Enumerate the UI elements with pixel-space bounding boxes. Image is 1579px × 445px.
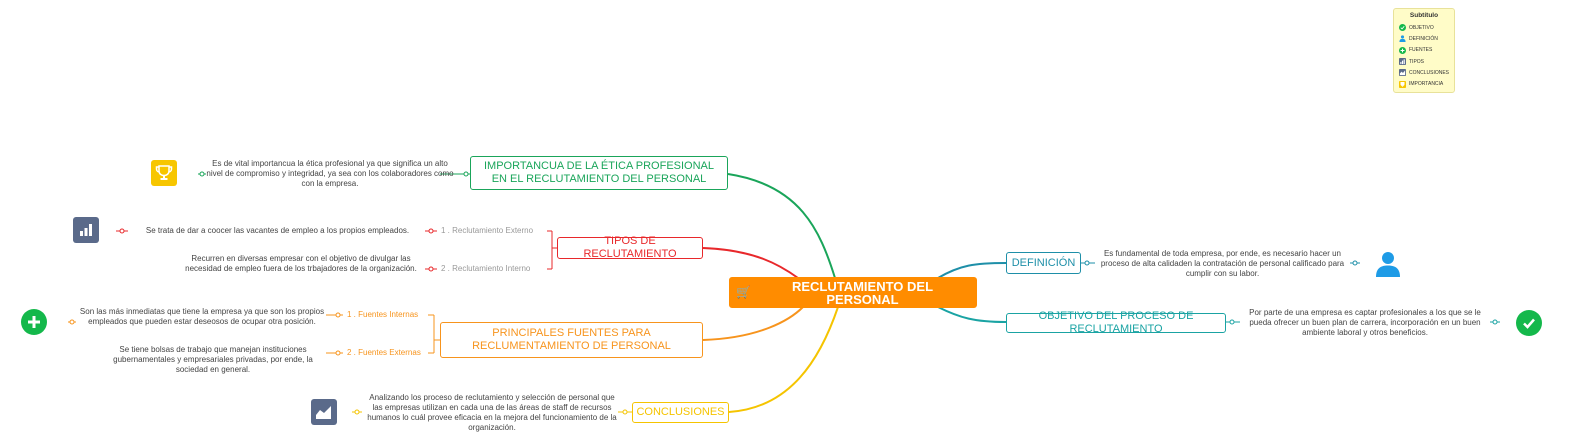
legend-label: IMPORTANCIA	[1409, 81, 1444, 88]
legend-item-fuentes: FUENTES	[1398, 45, 1450, 56]
fuentes-sub-externas[interactable]: 2 . Fuentes Externas	[347, 348, 421, 357]
trophy-icon	[151, 160, 177, 186]
objetivo-text: Por parte de una empresa es captar profe…	[1249, 308, 1481, 337]
area-chart-icon	[311, 399, 337, 425]
fuentes-externas-text: Se tiene bolsas de trabajo que manejan i…	[113, 345, 313, 374]
branch-tipos-label: TIPOS DE RECLUTAMIENTO	[583, 235, 677, 260]
legend-item-conclusiones: CONCLUSIONES	[1398, 67, 1450, 78]
legend-title: Subtítulo	[1409, 12, 1439, 19]
tipos-externo-text: Se trata de dar a coocer las vacantes de…	[145, 226, 410, 235]
area-chart-icon	[1398, 69, 1406, 77]
link-etica	[727, 173, 836, 279]
conclusiones-text: Analizando los proceso de reclutamiento …	[367, 393, 617, 432]
link-tipos	[702, 247, 799, 279]
branch-fuentes[interactable]: PRINCIPALES FUENTES PARA RECLUMENTAMIENT…	[440, 322, 703, 358]
branch-objetivo[interactable]: OBJETIVO DEL PROCESO DE RECLUTAMIENTO	[1006, 310, 1226, 335]
legend-label: DEFINICIÓN	[1409, 35, 1438, 42]
branch-tipos[interactable]: TIPOS DE RECLUTAMIENTO	[557, 235, 703, 260]
tipos-sub-interno[interactable]: 2 . Reclutamiento Interno	[441, 264, 531, 273]
legend-label: CONCLUSIONES	[1409, 69, 1450, 76]
plus-circle-icon	[21, 309, 47, 335]
legend-item-objetivo: OBJETIVO	[1398, 22, 1450, 33]
fuentes-sub-internas[interactable]: 1 . Fuentes Internas	[347, 310, 419, 319]
tipos-interno-text: Recurren en diversas empresar con el obj…	[185, 254, 417, 273]
person-icon	[1398, 35, 1406, 43]
branch-fuentes-label: PRINCIPALES FUENTES PARA RECLUMENTAMIENT…	[472, 327, 671, 352]
etica-text: Es de vital importancua la ética profesi…	[206, 159, 454, 188]
branch-definicion-label: DEFINICIÓN	[1011, 256, 1076, 269]
legend-label: OBJETIVO	[1409, 24, 1434, 31]
legend-item-importancia: IMPORTANCIA	[1398, 78, 1450, 89]
link-objetivo	[937, 306, 1007, 323]
central-topic[interactable]: 🛒 RECLUTAMIENTO DEL PERSONAL	[729, 277, 977, 308]
legend-item-tipos: TIPOS	[1398, 56, 1450, 67]
bar-chart-icon	[1398, 58, 1406, 66]
plus-circle-icon	[1398, 46, 1406, 54]
legend-label: FUENTES	[1409, 47, 1433, 54]
branch-objetivo-label: OBJETIVO DEL PROCESO DE RECLUTAMIENTO	[1038, 310, 1194, 335]
trophy-icon	[1398, 80, 1406, 88]
link-conclusiones	[728, 306, 839, 413]
person-icon	[1374, 250, 1402, 278]
fuentes-internas-text: Son las más inmediatas que tiene la empr…	[79, 307, 325, 326]
bar-chart-icon	[73, 217, 99, 243]
cart-icon: 🛒	[736, 285, 751, 299]
branch-conclusiones[interactable]: CONCLUSIONES	[632, 402, 729, 423]
legend-item-definicion: DEFINICIÓN	[1398, 33, 1450, 44]
definicion-text: Es fundamental de toda empresa, por ende…	[1100, 249, 1345, 278]
branch-etica-label: IMPORTANCUA DE LA ÉTICA PROFESIONAL EN E…	[483, 160, 715, 185]
link-fuentes	[702, 306, 804, 341]
legend-label: TIPOS	[1409, 58, 1425, 65]
branch-definicion[interactable]: DEFINICIÓN	[1006, 252, 1081, 274]
check-circle-icon	[1516, 310, 1542, 336]
check-circle-icon	[1398, 24, 1406, 32]
branch-etica[interactable]: IMPORTANCUA DE LA ÉTICA PROFESIONAL EN E…	[470, 156, 728, 190]
tipos-sub-externo[interactable]: 1 . Reclutamiento Externo	[441, 226, 534, 235]
central-topic-label: RECLUTAMIENTO DEL PERSONAL	[791, 278, 934, 307]
legend-panel: Subtítulo OBJETIVO DEFINICIÓN FUENTES TI…	[1393, 8, 1455, 93]
branch-conclusiones-label: CONCLUSIONES	[636, 406, 725, 418]
link-definicion	[937, 262, 1007, 279]
